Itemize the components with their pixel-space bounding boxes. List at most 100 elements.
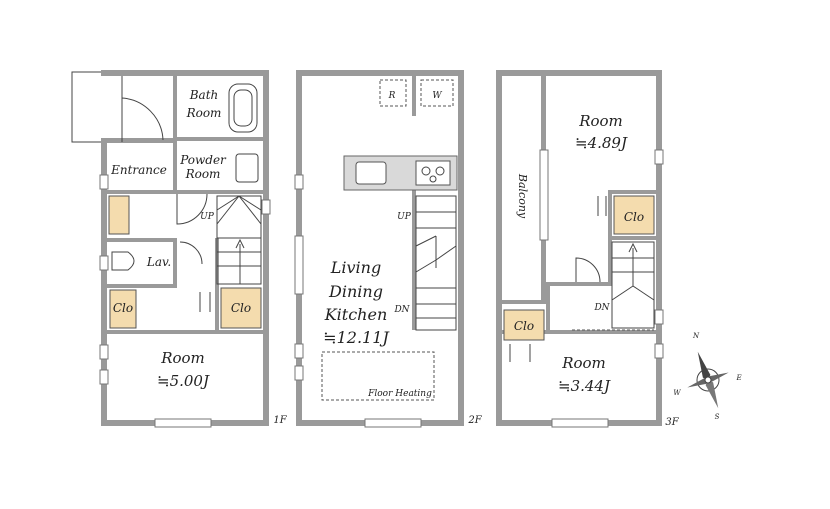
bathtub-inner [233, 89, 253, 127]
room-3f-a-label: Room [578, 112, 623, 130]
compass-e-label: E [735, 374, 741, 382]
ldk-size: ≒12.11J [323, 328, 390, 347]
stairs-up-label: UP [200, 212, 215, 222]
wall [502, 330, 662, 334]
wall [546, 286, 550, 330]
window [294, 365, 304, 381]
toilet-icon [111, 251, 135, 271]
room-1f-size: ≒5.00J [157, 372, 210, 390]
burner [429, 175, 437, 183]
window [99, 344, 109, 360]
window [654, 309, 664, 325]
clo-label: Clo [231, 301, 251, 315]
burner [435, 166, 445, 176]
wall [612, 190, 656, 194]
wall [546, 282, 612, 286]
door-swing [121, 97, 164, 142]
window [294, 174, 304, 190]
wall [101, 138, 173, 143]
floor-2f [294, 70, 464, 428]
storage [108, 195, 130, 235]
ldk-label: Dining [328, 282, 383, 301]
wall [101, 138, 107, 426]
window [364, 418, 422, 428]
window [99, 255, 109, 271]
wall [173, 238, 177, 284]
wall [412, 190, 416, 330]
room-3f-b-label: Room [561, 354, 606, 372]
window [154, 418, 212, 428]
window [261, 199, 271, 215]
balcony-label: Balcony [516, 173, 529, 219]
bath-label: Room [186, 106, 222, 120]
wall [107, 284, 177, 288]
compass-rose [687, 351, 729, 409]
stairs-1f [216, 195, 262, 285]
room-3f-b-size: ≒3.44J [558, 377, 611, 395]
stove [415, 160, 451, 186]
wall [656, 70, 662, 426]
closet-3f-b [503, 309, 545, 341]
wall [296, 70, 464, 76]
sink [235, 153, 259, 183]
bath-label: Bath [189, 88, 219, 102]
window [99, 174, 109, 190]
closet-door [597, 196, 607, 216]
wall [107, 190, 263, 194]
wall [612, 236, 656, 240]
window [654, 149, 664, 165]
wall [173, 76, 177, 190]
ldk-label: Living [330, 258, 381, 277]
window [654, 343, 664, 359]
closet-3f-a [613, 195, 655, 235]
fridge-label: R [388, 91, 396, 101]
compass-w-label: W [673, 389, 681, 397]
wall [412, 76, 416, 116]
kitchen-sink [355, 161, 387, 185]
window [99, 369, 109, 385]
balcony-door [539, 149, 549, 241]
closet-1f-b [220, 287, 262, 329]
burner [421, 166, 431, 176]
floor-2f-label: 2F [467, 415, 482, 426]
stairs-2f [415, 195, 457, 331]
stairs-up-label: UP [397, 212, 412, 222]
stairs-dn-label: DN [393, 305, 410, 315]
floor-heating-area [321, 351, 435, 401]
wall [496, 70, 502, 426]
room-1f-label: Room [160, 349, 205, 367]
bathtub [228, 83, 258, 133]
clo-label: Clo [624, 210, 644, 224]
door-swing [575, 257, 601, 283]
window [551, 418, 609, 428]
compass-s-label: S [715, 413, 720, 421]
closet-door [199, 292, 211, 312]
door-swing [179, 241, 203, 265]
powder-room-label: Room [185, 167, 221, 181]
wall [263, 70, 269, 426]
entrance-label: Entrance [110, 163, 167, 177]
lav-label: Lav. [146, 255, 171, 269]
washer-space [420, 79, 454, 107]
wall [107, 330, 263, 334]
wall [101, 70, 269, 76]
ldk-label: Kitchen [324, 305, 388, 324]
floor-1f [71, 70, 271, 428]
floor-3f [496, 70, 664, 428]
door-swing [176, 193, 208, 225]
wall [107, 238, 173, 242]
wall [177, 137, 263, 141]
clo-label: Clo [514, 319, 534, 333]
compass-n-label: N [692, 332, 700, 340]
powder-room-label: Powder [179, 153, 227, 167]
room-3f-a-size: ≒4.89J [575, 134, 628, 152]
wall [458, 70, 464, 426]
closet-door [509, 344, 531, 362]
porch-canopy [71, 71, 123, 143]
wall [608, 190, 612, 282]
closet-1f-a [109, 289, 137, 329]
stairs-3f [611, 241, 655, 329]
clo-label: Clo [113, 301, 133, 315]
wall [502, 300, 546, 304]
